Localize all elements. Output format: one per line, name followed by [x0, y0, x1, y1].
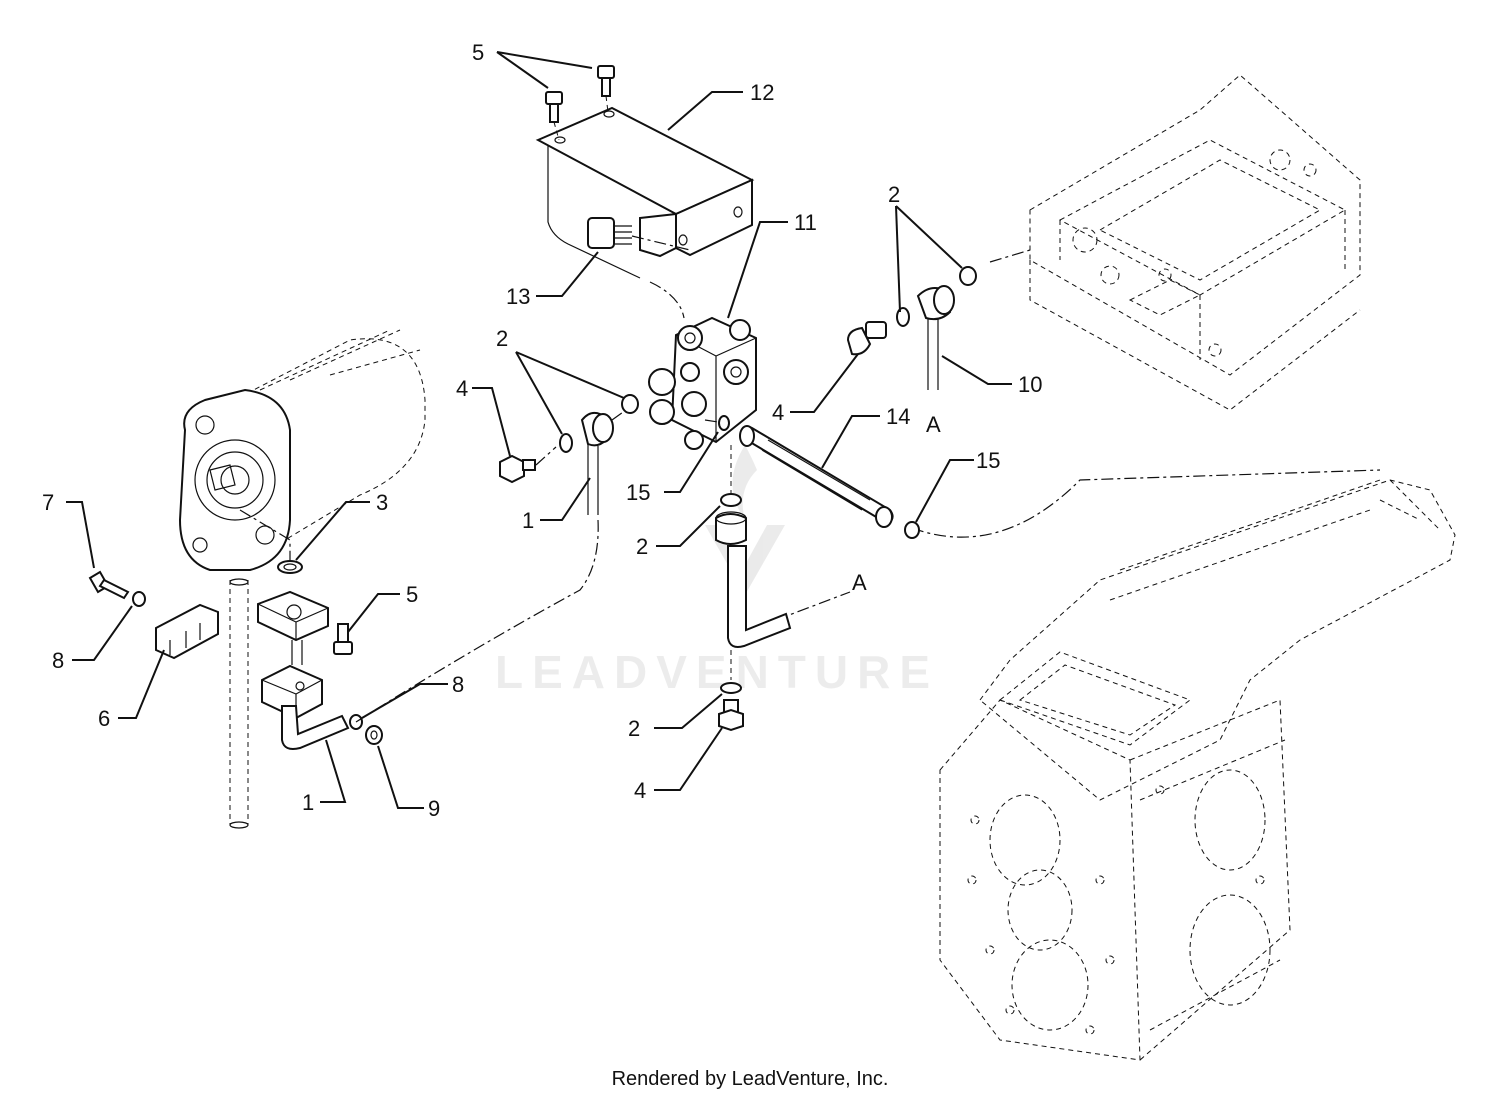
oring-part-15-mid: [704, 415, 730, 431]
callout-4-right: 4: [772, 400, 784, 425]
callout-2-bottom: 2: [628, 716, 640, 741]
hose-fitting-part-10: [916, 285, 955, 390]
bolt-part-5-top-right: [597, 65, 615, 113]
oring-part-2-right-b: [959, 266, 977, 286]
washer-part-8-left: [132, 591, 146, 607]
callout-13: 13: [506, 284, 530, 309]
bolt-part-5-left: [333, 623, 353, 655]
transmission-housing-top: [1029, 74, 1361, 411]
pipe-part-14: [739, 425, 894, 528]
callout-2-right: 2: [888, 182, 900, 207]
rear-axle-housing: [939, 479, 1456, 1061]
nut-part-9: [365, 725, 383, 745]
callouts: 5 12 13 11 2 2 4 1 15 4 10 A 14 15 2 A 7…: [42, 40, 1042, 821]
callout-4-mid: 4: [456, 376, 468, 401]
oring-part-2-mid-a: [559, 433, 573, 453]
tube-part-1-lower: [281, 705, 350, 750]
callout-2-mid: 2: [496, 326, 508, 351]
callout-5-left: 5: [406, 582, 418, 607]
callout-11: 11: [794, 210, 817, 235]
oring-part-2-mid-b: [621, 394, 639, 414]
oring-part-2-bottom: [720, 682, 742, 694]
callout-3: 3: [376, 490, 388, 515]
callout-10: 10: [1018, 372, 1042, 397]
hydraulic-pump: [178, 329, 426, 571]
callout-A-right: A: [926, 412, 941, 437]
callout-4-bottom: 4: [634, 778, 646, 803]
callout-A-lower: A: [852, 570, 867, 595]
leader-lines: [66, 51, 1012, 809]
bolt-part-5-top-left: [545, 91, 563, 141]
plug-part-4-mid: [499, 446, 557, 484]
vertical-shaft-hidden: [229, 578, 249, 829]
block-part: [261, 664, 323, 720]
plug-part-4-bottom: [718, 699, 744, 732]
washer-part-3: [277, 560, 303, 574]
clamp-part-6: [155, 603, 219, 660]
callout-15-mid: 15: [626, 480, 650, 505]
bracket-part-12: [535, 106, 755, 279]
callout-1-lower: 1: [302, 790, 314, 815]
callout-8-lower: 8: [452, 672, 464, 697]
oring-part-2-lower: [720, 493, 742, 507]
oring-part-2-right-a: [896, 307, 910, 327]
callout-2-lower: 2: [636, 534, 648, 559]
footer-credit: Rendered by LeadVenture, Inc.: [611, 1068, 889, 1090]
fitting-part-13: [587, 217, 691, 251]
callout-14: 14: [886, 404, 910, 429]
elbow-tube-lower: [715, 511, 792, 648]
bolt-part-7: [88, 570, 130, 600]
watermark-text: LEADVENTURE: [495, 646, 939, 698]
hose-fitting-part-1-mid: [580, 409, 627, 515]
callout-6: 6: [98, 706, 110, 731]
callout-9: 9: [428, 796, 440, 821]
callout-1-mid: 1: [522, 508, 534, 533]
callout-8-left: 8: [52, 648, 64, 673]
valve-block-part-11: [648, 316, 757, 450]
plug-part-4-right: [846, 321, 887, 356]
callout-12: 12: [750, 80, 774, 105]
callout-5-top: 5: [472, 40, 484, 65]
callout-15-right: 15: [976, 448, 1000, 473]
callout-7: 7: [42, 490, 54, 515]
flange-part: [257, 590, 329, 665]
oring-part-15-right: [904, 521, 920, 539]
